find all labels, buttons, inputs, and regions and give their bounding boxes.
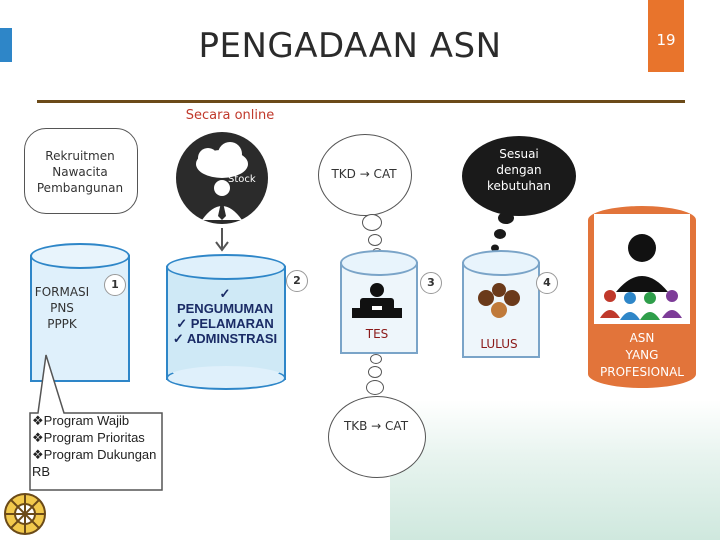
formasi-line: PPPK (47, 317, 77, 331)
result-line: ASN (629, 331, 655, 345)
thought-dot (368, 366, 382, 378)
background-scenery (390, 400, 720, 540)
step4-cylinder (462, 250, 540, 358)
rekruitmen-line: Rekruitmen (45, 149, 115, 163)
left-accent-tab (0, 28, 12, 62)
tkd-text: TKD → CAT (331, 167, 397, 181)
sesuai-line: Sesuai (499, 147, 539, 161)
step2-list: ✓ PENGUMUMAN ✓ PELAMARAN ✓ ADMINSTRASI (172, 286, 278, 346)
tkd-bubble (318, 134, 412, 216)
rekruitmen-bubble (24, 128, 138, 214)
step-badge-4: 4 (536, 272, 558, 294)
formasi-line: PNS (50, 301, 74, 315)
title-divider (37, 100, 685, 103)
team-gears-icon (478, 283, 520, 318)
step-badge-1: 1 (104, 274, 126, 296)
subtitle-online: Secara online (185, 108, 275, 123)
tkb-text: TKB → CAT (343, 419, 409, 433)
page-title: PENGADAAN ASN (198, 26, 502, 66)
tkb-bubble (328, 396, 426, 478)
program-item: ❖Program Prioritas (32, 430, 145, 445)
cloud-person-icon: Stock (176, 132, 268, 224)
step2-cylinder (166, 254, 286, 390)
arrow-down-icon (215, 228, 229, 252)
cloud-label: Stock (228, 174, 256, 185)
thought-dot (366, 380, 384, 395)
formasi-text: FORMASI PNS PPPK (30, 284, 94, 332)
sesuai-bubble (462, 136, 576, 216)
sesuai-text: Sesuai dengan kebutuhan (462, 146, 576, 194)
step2-item: ✓ PENGUMUMAN (176, 286, 274, 316)
step-badge-2: 2 (286, 270, 308, 292)
rekruitmen-text: Rekruitmen Nawacita Pembangunan (24, 148, 136, 196)
rekruitmen-line: Nawacita (52, 165, 108, 179)
professionals-picture (594, 214, 690, 324)
program-item: ❖Program Wajib (32, 413, 130, 428)
result-text: ASN YANG PROFESIONAL (588, 330, 696, 381)
page-number: 19 (648, 0, 684, 72)
thought-dot (362, 214, 382, 231)
formasi-line: FORMASI (34, 285, 90, 299)
presenter-icon (352, 283, 402, 318)
program-callout (29, 354, 163, 491)
program-list: ❖Program Wajib ❖Program Prioritas ❖Progr… (32, 412, 172, 480)
thought-dot (368, 234, 382, 246)
emblem-logo (4, 493, 46, 535)
program-item: ❖Program Dukungan RB (32, 447, 157, 479)
step-badge-3: 3 (420, 272, 442, 294)
sesuai-line: kebutuhan (486, 179, 551, 193)
tes-label: TES (365, 327, 389, 341)
result-line: PROFESIONAL (600, 365, 684, 379)
step2-item: ✓ ADMINSTRASI (172, 331, 278, 346)
step2-item: ✓ PELAMARAN (176, 316, 274, 331)
thought-dot (370, 354, 382, 364)
rekruitmen-line: Pembangunan (36, 181, 124, 195)
lulus-label: LULUS (480, 337, 518, 351)
result-line: YANG (625, 348, 659, 362)
sesuai-line: dengan (496, 163, 542, 177)
